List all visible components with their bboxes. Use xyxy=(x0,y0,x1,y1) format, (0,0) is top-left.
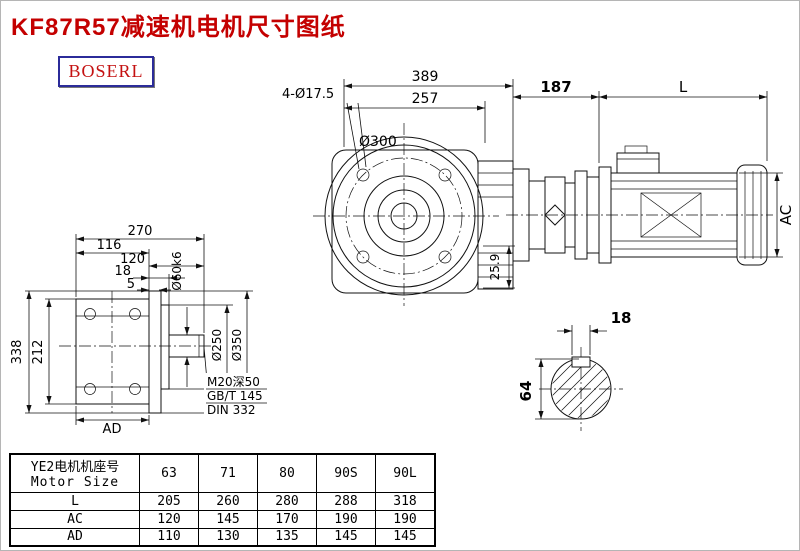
table-header-cell: YE2电机机座号 Motor Size xyxy=(9,453,140,493)
table-row: L 205 260 280 288 318 xyxy=(9,491,436,511)
brand-logo-text: BOSERL xyxy=(68,61,144,81)
brand-logo: BOSERL xyxy=(58,56,154,87)
dim-212-label: 212 xyxy=(31,340,46,365)
size-col-header: 90S xyxy=(316,453,376,493)
dim-187-label: 187 xyxy=(540,78,571,96)
size-col-header: 63 xyxy=(139,453,199,493)
motor-size-table: YE2电机机座号 Motor Size 63 71 80 90S 90L L 2… xyxy=(9,453,436,547)
dim-18-label: 18 xyxy=(114,264,131,279)
dim-257-label: 257 xyxy=(412,91,439,107)
motor-dimensions: 187 L AC xyxy=(513,78,795,258)
dim-AC-label: AC xyxy=(777,205,795,225)
size-col-header: 90L xyxy=(375,453,436,493)
dim-64-label: 64 xyxy=(517,381,535,402)
table-cell: 190 xyxy=(375,509,436,529)
table-cell: 260 xyxy=(198,491,258,511)
size-col-header: 71 xyxy=(198,453,258,493)
dim-5-label: 5 xyxy=(127,277,135,292)
dim-116-label: 116 xyxy=(97,238,122,253)
dim-bolt-holes-label: 4-Ø17.5 xyxy=(282,87,334,102)
table-cell: 120 xyxy=(139,509,199,529)
table-row: AC 120 145 170 190 190 xyxy=(9,509,436,529)
table-cell: 145 xyxy=(375,527,436,547)
table-cell: 318 xyxy=(375,491,436,511)
dim-d250-label: Ø250 xyxy=(210,329,224,361)
dim-25-9-label: 25.9 xyxy=(488,254,502,281)
dim-389-label: 389 xyxy=(412,69,439,85)
table-header-cn: YE2电机机座号 xyxy=(30,460,120,476)
table-cell: 170 xyxy=(257,509,317,529)
stator-box xyxy=(640,192,702,238)
table-cell: 280 xyxy=(257,491,317,511)
dim-d350-label: Ø350 xyxy=(230,329,244,361)
motor-view-drawing xyxy=(506,145,773,266)
row-label: L xyxy=(9,491,140,511)
table-cell: 190 xyxy=(316,509,376,529)
table-cell: 130 xyxy=(198,527,258,547)
table-cell: 288 xyxy=(316,491,376,511)
note-tap-label: M20深50 xyxy=(207,375,260,389)
table-cell: 135 xyxy=(257,527,317,547)
front-view-drawing xyxy=(313,123,514,306)
shaft-section-dimensions: 18 64 xyxy=(517,309,632,420)
dim-120-label: 120 xyxy=(120,252,145,267)
table-cell: 145 xyxy=(316,527,376,547)
row-label: AD xyxy=(9,527,140,547)
fan-cover xyxy=(736,164,768,266)
table-cell: 145 xyxy=(198,509,258,529)
row-label: AC xyxy=(9,509,140,529)
front-view-dimensions: 389 257 4-Ø17.5 Ø300 25.9 xyxy=(282,69,515,289)
table-cell: 205 xyxy=(139,491,199,511)
dim-338-label: 338 xyxy=(10,340,25,365)
dim-L-label: L xyxy=(679,78,688,96)
dim-AD-label: AD xyxy=(103,422,122,437)
page-title: KF87R57减速机电机尺寸图纸 xyxy=(11,14,346,41)
dim-key18-label: 18 xyxy=(611,309,632,327)
dim-270-label: 270 xyxy=(128,224,153,239)
table-header-row: YE2电机机座号 Motor Size 63 71 80 90S 90L xyxy=(9,453,436,493)
table-header-en: Motor Size xyxy=(30,475,120,491)
size-col-header: 80 xyxy=(257,453,317,493)
terminal-box xyxy=(616,152,660,174)
table-row: AD 110 130 135 145 145 xyxy=(9,527,436,547)
dim-d60-label: Ø60k6 xyxy=(170,251,184,290)
keyway xyxy=(571,356,591,368)
dim-d300-label: Ø300 xyxy=(359,134,397,150)
table-cell: 110 xyxy=(139,527,199,547)
side-view-drawing xyxy=(59,290,216,414)
adapter-diamond-mark xyxy=(544,204,566,226)
note-din-label: DIN 332 xyxy=(207,403,255,417)
side-view-dimensions: 270 116 120 18 5 338 212 AD xyxy=(10,224,270,437)
note-gb-label: GB/T 145 xyxy=(207,389,263,403)
